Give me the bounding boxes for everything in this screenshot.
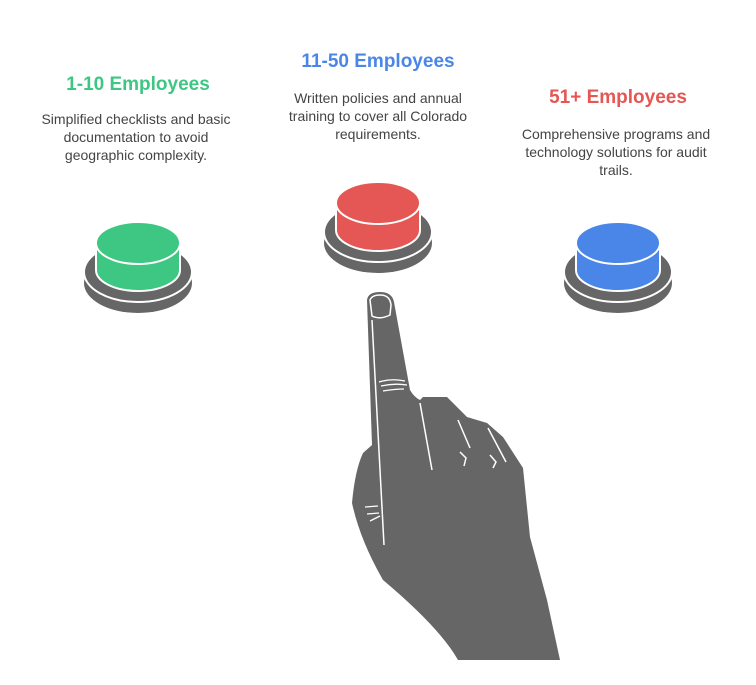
tier-3-title: 51+ Employees	[549, 87, 687, 108]
tier-2-description: Written policies and annual training to …	[288, 90, 468, 142]
red-button-icon	[323, 181, 433, 273]
pointing-hand-icon	[352, 292, 560, 660]
green-button-icon	[83, 221, 193, 313]
tier-3-description: Comprehensive programs and technology so…	[521, 126, 711, 178]
tier-1-description: Simplified checklists and basic document…	[41, 111, 231, 163]
tier-2-title: 11-50 Employees	[301, 51, 455, 72]
tier-1-title: 1-10 Employees	[66, 74, 210, 95]
blue-button-icon	[563, 221, 673, 313]
